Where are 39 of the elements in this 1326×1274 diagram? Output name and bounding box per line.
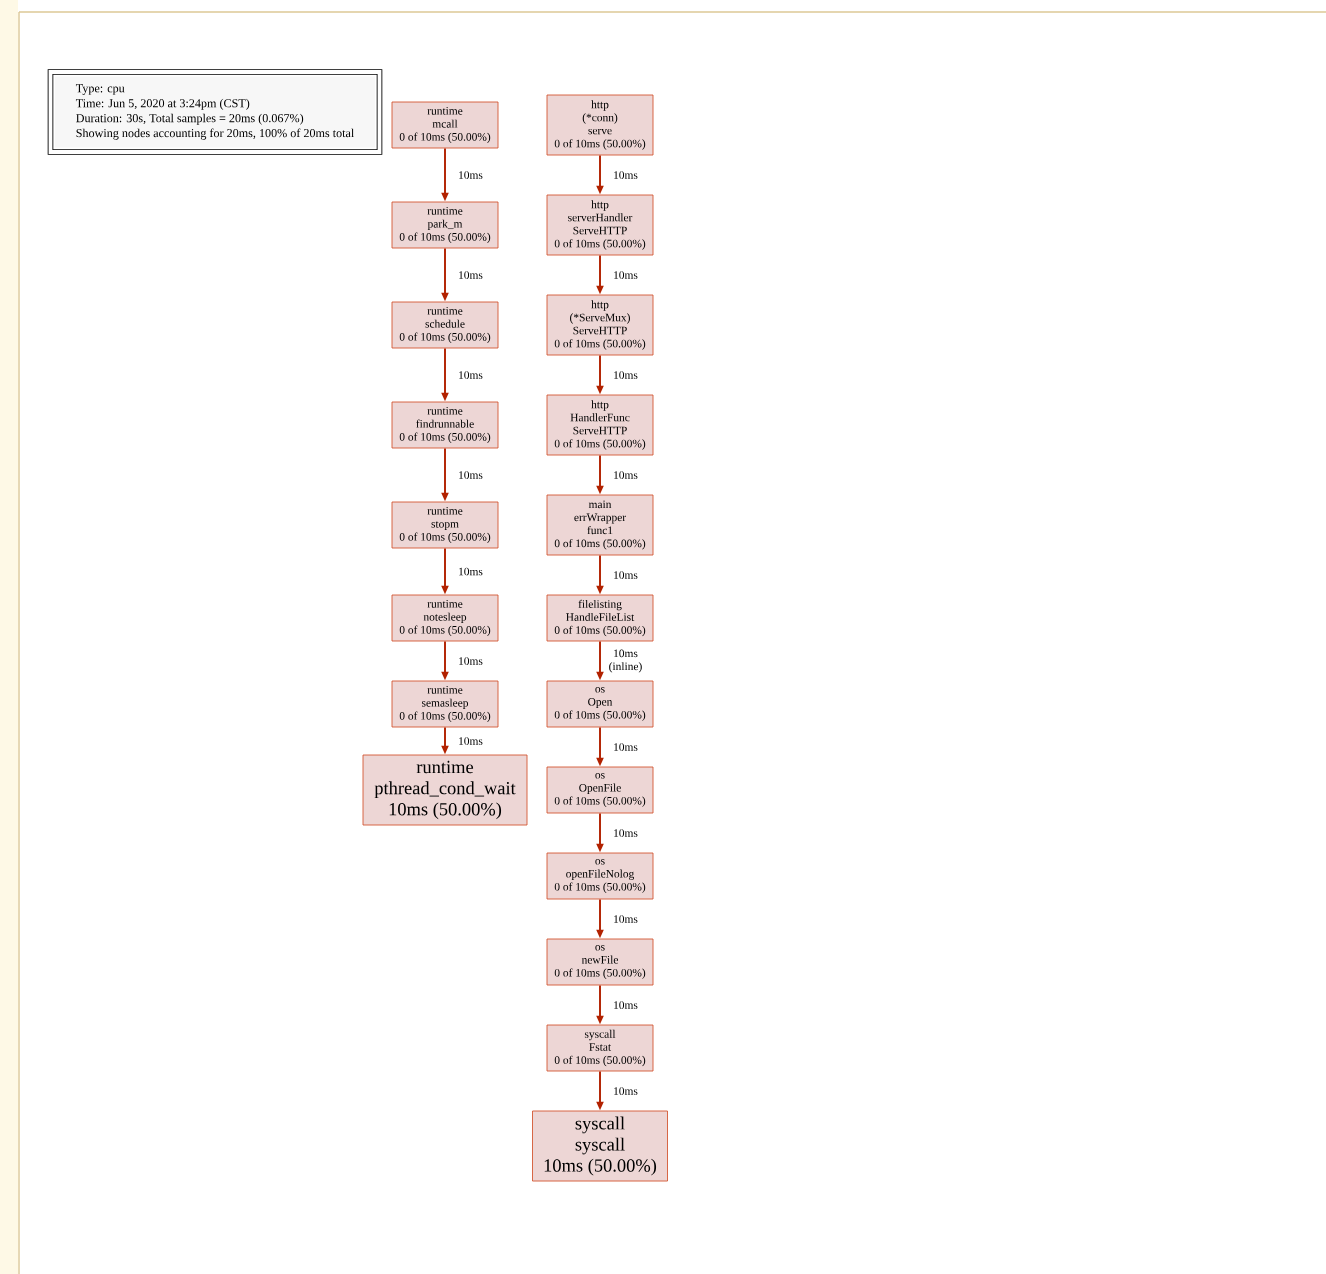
function-box: runtime mcall 0 of 10ms (50.00%) bbox=[391, 101, 499, 149]
function-box: runtime notesleep 0 of 10ms (50.00%) bbox=[391, 594, 499, 642]
edge-label: 10ms bbox=[614, 471, 638, 479]
function-box: runtime park_m 0 of 10ms (50.00%) bbox=[391, 201, 499, 249]
edge-label: 10ms bbox=[614, 371, 638, 379]
edge-label: 10ms bbox=[459, 737, 483, 745]
edge-label: 10ms bbox=[614, 571, 638, 579]
function-box: http serverHandler ServeHTTP 0 of 10ms (50.00%) bbox=[546, 194, 654, 256]
edge-label: 10ms (inline) bbox=[609, 649, 642, 673]
edge-label: 10ms bbox=[614, 829, 638, 837]
function-box: syscall syscall 10ms (50.00%) bbox=[532, 1110, 668, 1182]
function-box: http (*conn) serve 0 of 10ms (50.00%) bbox=[546, 94, 654, 156]
profile-info-box: Type: cpu Time: Jun 5, 2020 at 3:24pm (CST) Duration: 30s, Total samples = 20ms (0.067%) Showing nodes accounting for 20ms, 100% of 20ms total bbox=[47, 69, 383, 155]
function-box: os OpenFile 0 of 10ms (50.00%) bbox=[546, 766, 654, 814]
edge-label: 10ms bbox=[614, 743, 638, 751]
edge-label: 10ms bbox=[459, 657, 483, 665]
edge-label: 10ms bbox=[459, 171, 483, 179]
function-box: filelisting HandleFileList 0 of 10ms (50.00%) bbox=[546, 594, 654, 642]
edge-label: 10ms bbox=[614, 915, 638, 923]
function-box: runtime schedule 0 of 10ms (50.00%) bbox=[391, 301, 499, 349]
edge-label: 10ms bbox=[459, 567, 483, 576]
edge-label: 10ms bbox=[459, 271, 483, 279]
function-box: runtime findrunnable 0 of 10ms (50.00%) bbox=[391, 401, 499, 449]
function-box: runtime stopm 0 of 10ms (50.00%) bbox=[391, 501, 499, 549]
function-box: main errWrapper func1 0 of 10ms (50.00%) bbox=[546, 494, 654, 556]
function-box: os newFile 0 of 10ms (50.00%) bbox=[546, 938, 654, 986]
edge-label: 10ms bbox=[459, 471, 483, 479]
edge-label: 10ms bbox=[614, 171, 638, 179]
edge-label: 10ms bbox=[614, 1001, 638, 1009]
function-box: http HandlerFunc ServeHTTP 0 of 10ms (50.00%) bbox=[546, 394, 654, 456]
function-box: http (*ServeMux) ServeHTTP 0 of 10ms (50.00%) bbox=[546, 294, 654, 356]
function-box: syscall Fstat 0 of 10ms (50.00%) bbox=[546, 1024, 654, 1072]
edge-label: 10ms bbox=[459, 371, 483, 379]
function-box: runtime pthread_cond_wait 10ms (50.00%) bbox=[362, 754, 528, 826]
function-box: os Open 0 of 10ms (50.00%) bbox=[546, 680, 654, 728]
edge-label: 10ms bbox=[614, 1087, 638, 1095]
edge-label: 10ms bbox=[614, 271, 638, 279]
function-box: os openFileNolog 0 of 10ms (50.00%) bbox=[546, 852, 654, 900]
function-box: runtime semasleep 0 of 10ms (50.00%) bbox=[391, 680, 499, 728]
